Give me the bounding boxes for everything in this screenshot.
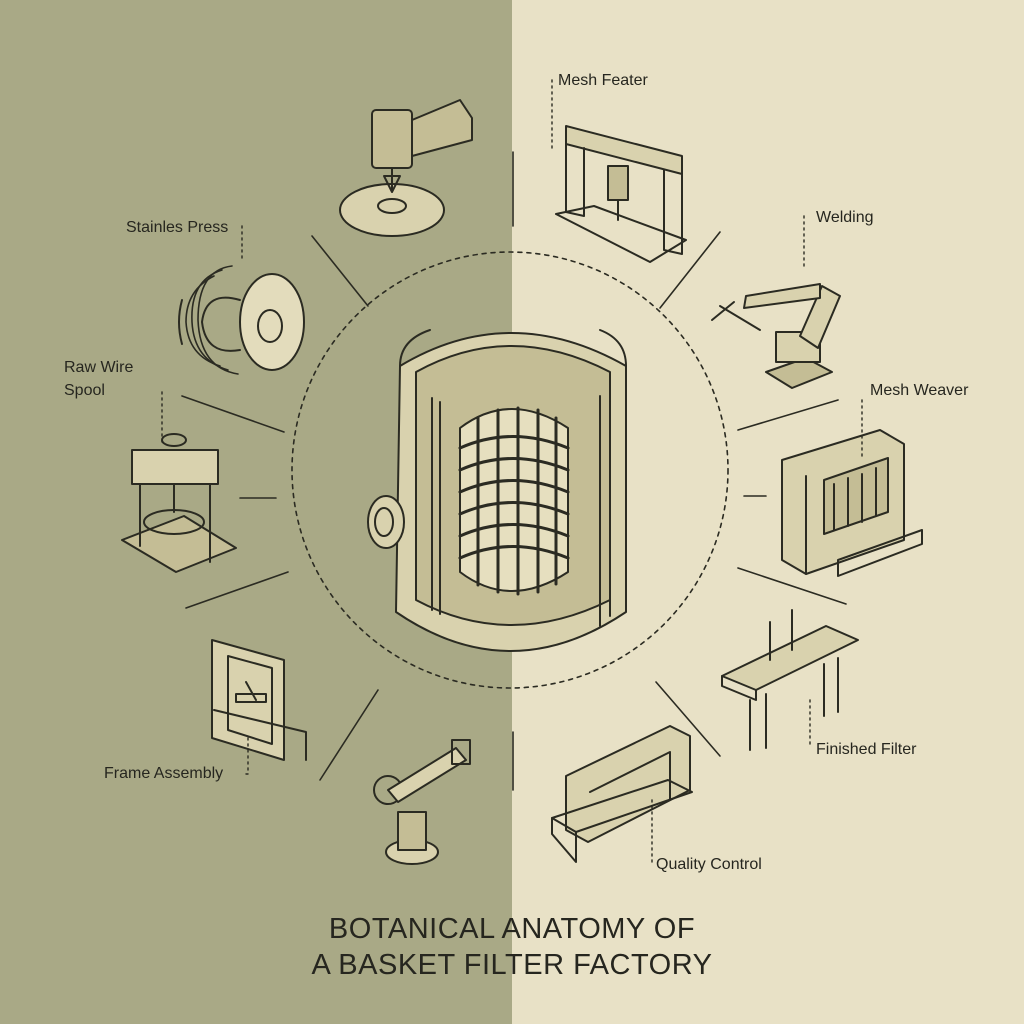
central-dashed-circle <box>291 251 729 689</box>
radial-spokes <box>181 151 847 791</box>
workbench-icon <box>721 609 859 751</box>
drill-press-icon <box>339 99 473 237</box>
assembly-frame-icon <box>211 639 307 761</box>
wire-spool-icon <box>178 265 305 375</box>
label-welding: Welding <box>816 209 874 226</box>
leader-lines <box>161 79 863 867</box>
hydraulic-press-icon <box>121 433 237 573</box>
title-line-1: BOTANICAL ANATOMY OF <box>328 913 696 945</box>
inspection-station-icon <box>551 725 693 863</box>
title-line-2: A BASKET FILTER FACTORY <box>311 949 713 981</box>
label-frame-assembly: Frame Assembly <box>104 765 224 782</box>
portal-frame-icon <box>555 125 687 263</box>
robotic-arm-icon <box>373 739 471 865</box>
welding-robot-icon <box>711 283 841 389</box>
label-raw-wire-spool-line1: Raw Wire <box>64 359 134 376</box>
label-quality-control: Quality Control <box>656 856 762 873</box>
label-mesh-weaver: Mesh Weaver <box>870 382 969 399</box>
label-finished-filter: Finished Filter <box>816 741 917 758</box>
label-raw-wire-spool-line2: Spool <box>64 382 105 399</box>
mesh-loom-icon <box>781 429 923 577</box>
basket-filter-housing-icon <box>367 329 627 652</box>
label-mesh-feater: Mesh Feater <box>558 72 648 89</box>
label-stainless-press: Stainles Press <box>126 219 229 236</box>
